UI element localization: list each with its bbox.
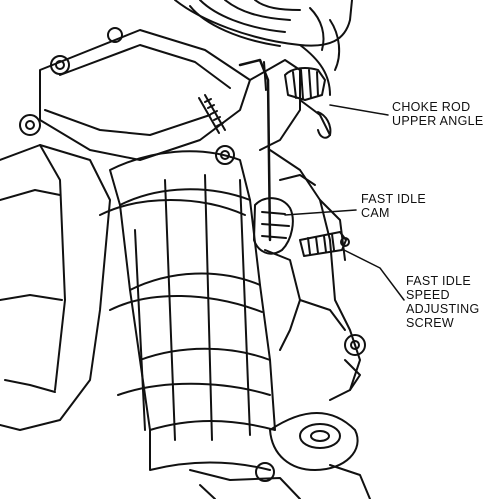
air-horn-duct xyxy=(174,0,353,96)
label-line: ADJUSTING xyxy=(406,302,480,316)
label-fast-idle-cam: FAST IDLE CAM xyxy=(361,192,426,220)
fast-idle-screw-leader xyxy=(343,249,405,301)
choke-rod xyxy=(238,58,332,242)
label-fast-idle-speed-adjusting-screw: FAST IDLE SPEED ADJUSTING SCREW xyxy=(406,274,480,330)
label-choke-rod-upper-angle: CHOKE ROD UPPER ANGLE xyxy=(392,100,484,128)
callout-leaders xyxy=(284,104,405,301)
label-line: UPPER ANGLE xyxy=(392,114,484,128)
fast-idle-screw xyxy=(299,231,350,257)
choke-rod-leader xyxy=(329,104,389,116)
label-line: SPEED xyxy=(406,288,450,302)
label-line: CHOKE ROD xyxy=(392,100,471,114)
fast-idle-cam-leader xyxy=(284,209,357,216)
fast-idle-cam xyxy=(253,197,294,255)
label-line: SCREW xyxy=(406,316,455,330)
label-line: FAST IDLE xyxy=(406,274,471,288)
label-line: CAM xyxy=(361,206,390,220)
carburetor-body xyxy=(0,27,276,471)
label-line: FAST IDLE xyxy=(361,192,426,206)
